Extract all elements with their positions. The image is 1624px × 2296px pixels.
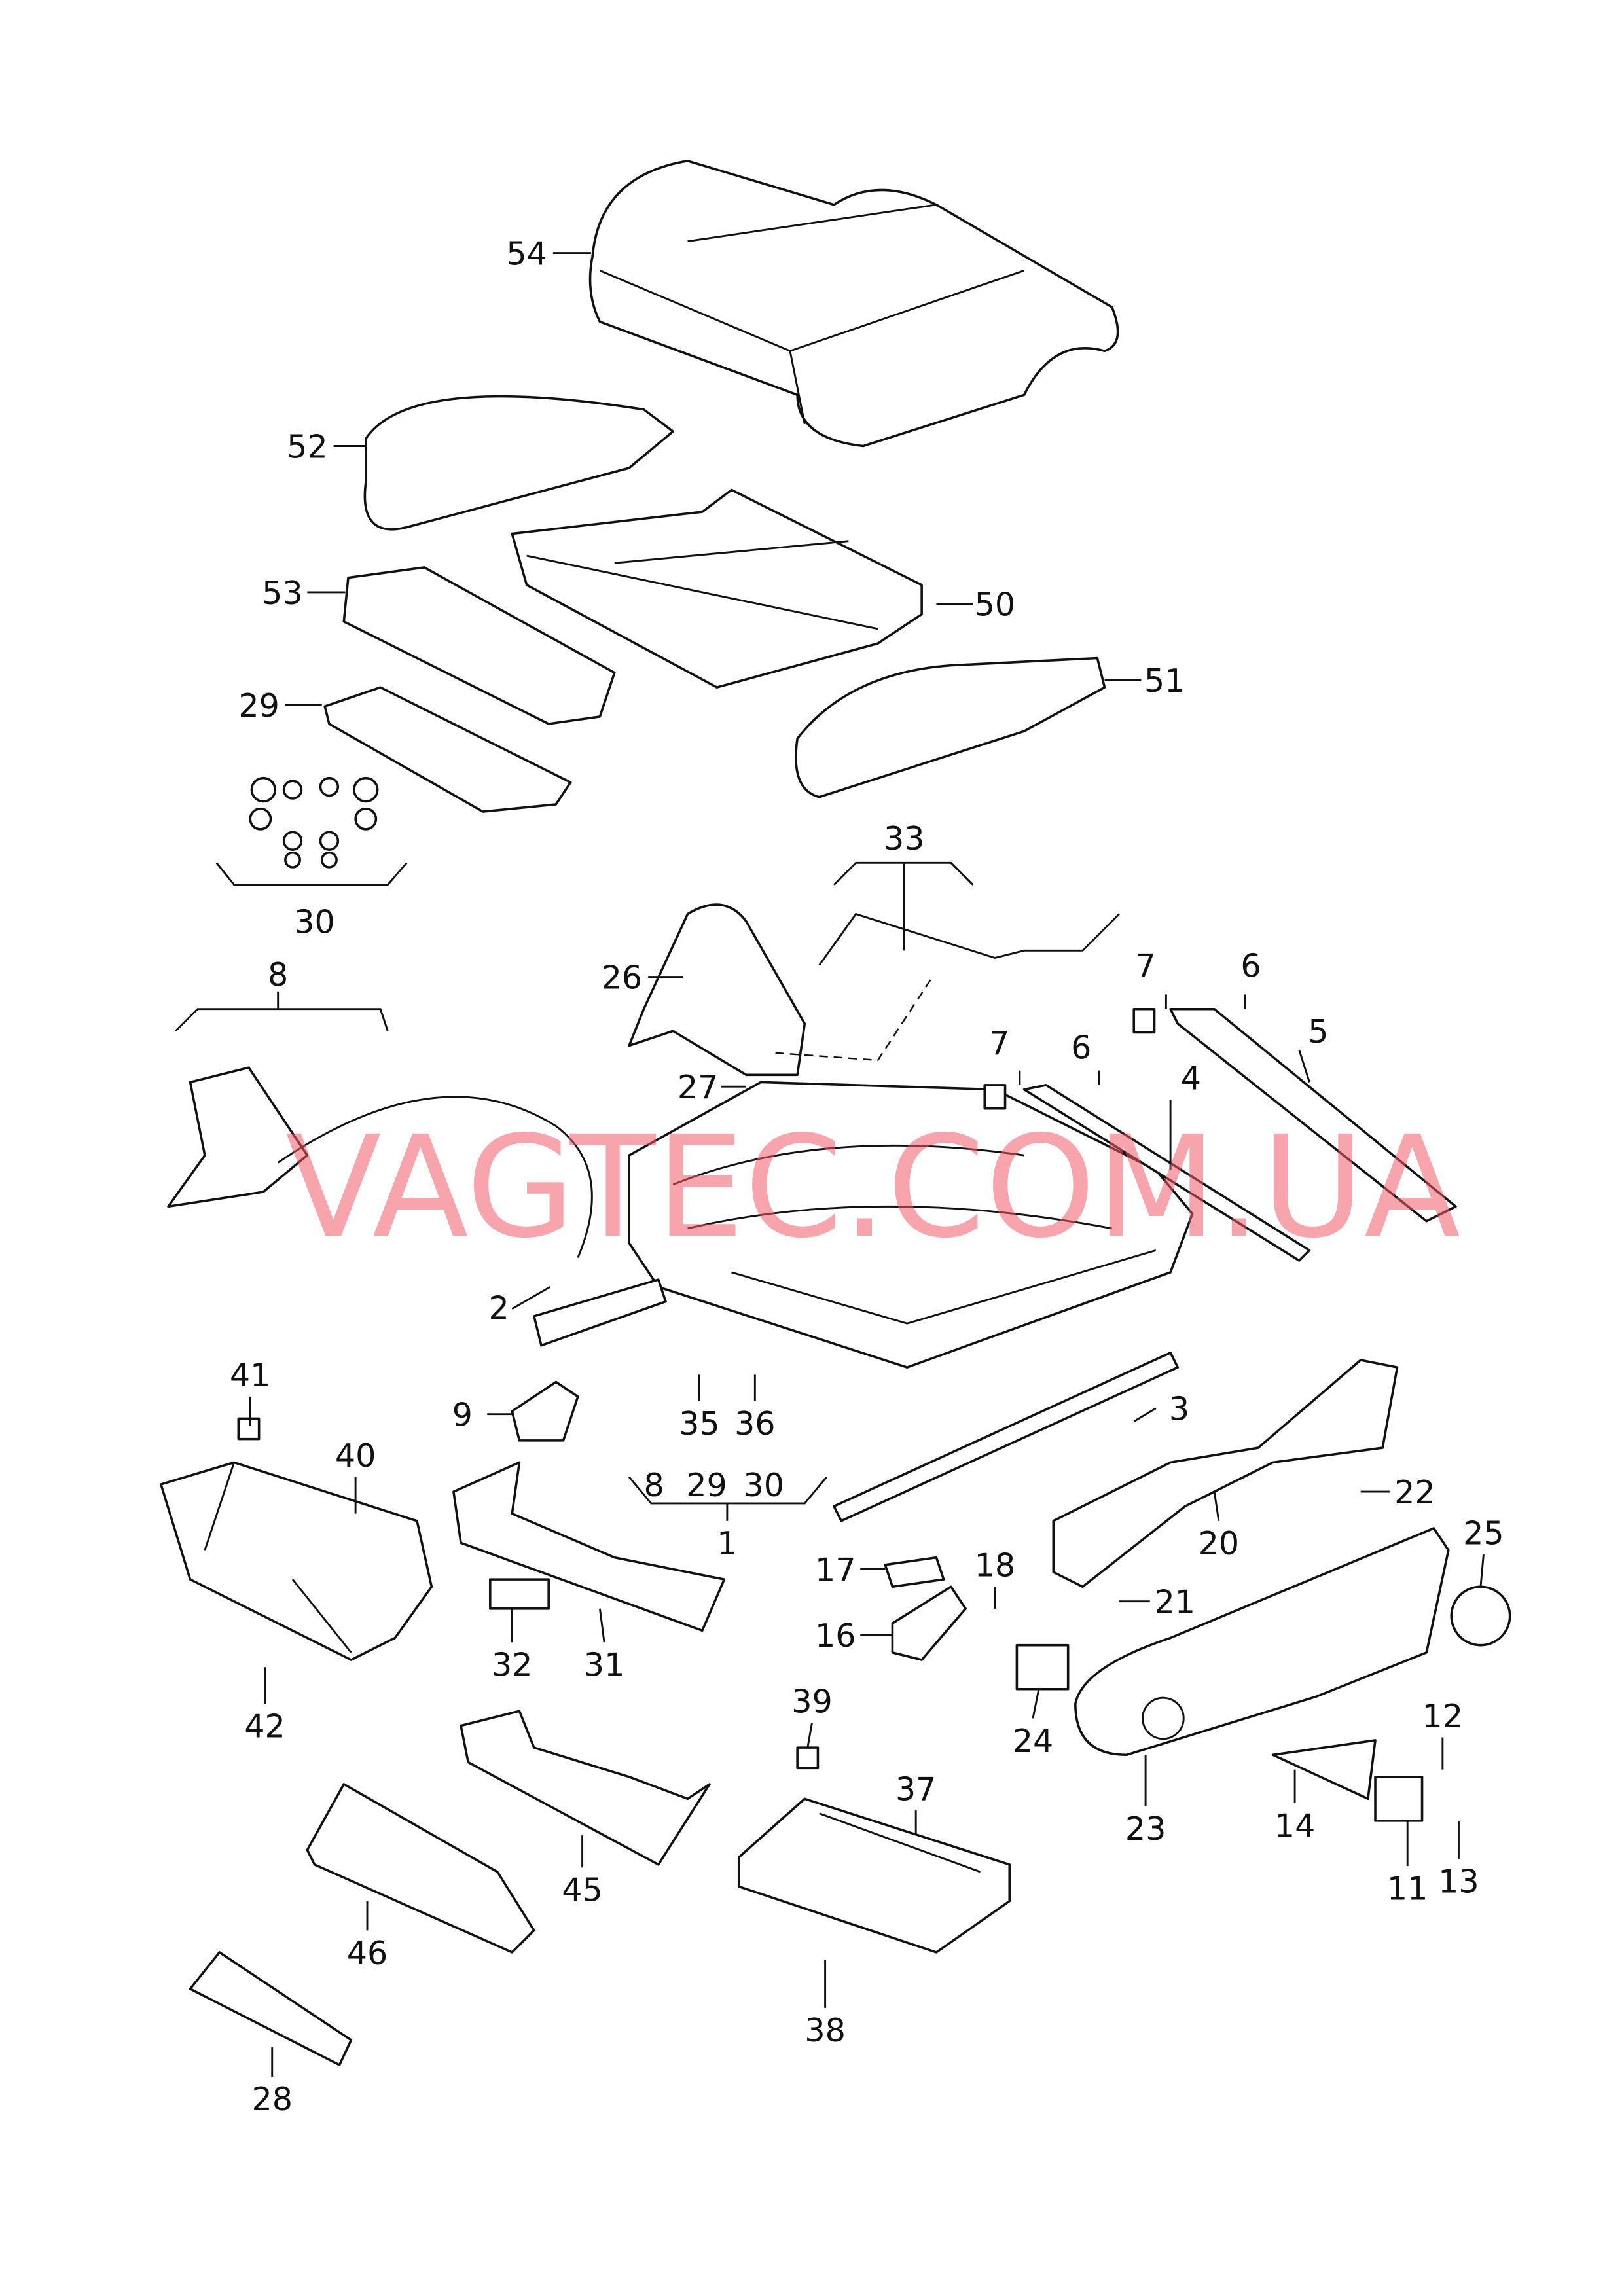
- part-28-tube: [189, 1951, 353, 2066]
- callout-16: 16: [815, 1617, 856, 1655]
- part-41-clip: [237, 1417, 261, 1441]
- callout-36: 36: [734, 1405, 776, 1443]
- part-8-lever-cable: [167, 991, 593, 1259]
- part-11-bracket: [1374, 1776, 1424, 1822]
- callout-35: 35: [679, 1405, 720, 1443]
- part-17-handle: [884, 1556, 945, 1588]
- part-9-cap: [511, 1380, 579, 1442]
- callout-20: 20: [1199, 1524, 1240, 1562]
- callout-5: 5: [1308, 1013, 1328, 1050]
- part-33-wire: [775, 861, 1120, 1062]
- callout-14: 14: [1274, 1806, 1316, 1844]
- part-30-fasteners: [215, 776, 408, 886]
- part-20-side-bracket: [1052, 1359, 1399, 1588]
- part-32-bracket: [488, 1578, 550, 1610]
- callout-13: 13: [1438, 1862, 1479, 1900]
- callout-40: 40: [335, 1437, 376, 1475]
- callout-54: 54: [506, 234, 547, 272]
- callout-42: 42: [244, 1707, 285, 1745]
- callout-21: 21: [1155, 1583, 1196, 1621]
- callout-50: 50: [975, 586, 1016, 624]
- callout-23: 23: [1125, 1810, 1166, 1848]
- part-23-hole: [1142, 1696, 1185, 1740]
- callout-46: 46: [347, 1934, 388, 1972]
- callout-8: 8: [268, 956, 288, 994]
- callout-27: 27: [677, 1068, 719, 1106]
- callout-17: 17: [815, 1551, 856, 1588]
- part-23-side-trim: [1074, 1527, 1450, 1757]
- part-5-rail: [1169, 1007, 1457, 1223]
- part-50-seat-cushion: [511, 488, 923, 689]
- part-1-seat-frame: [533, 1081, 1194, 1522]
- callout-29b: 29: [686, 1466, 727, 1504]
- callout-33: 33: [884, 819, 925, 857]
- callout-2: 2: [489, 1289, 509, 1327]
- callout-52: 52: [287, 427, 328, 465]
- part-7-clip: [1132, 1007, 1156, 1034]
- part-51-side-pad: [795, 656, 1106, 798]
- callout-8b: 8: [643, 1466, 664, 1504]
- callout-39: 39: [791, 1682, 833, 1720]
- callout-38: 38: [804, 2011, 846, 2049]
- leader-lines: [249, 252, 1485, 2077]
- callout-24: 24: [1013, 1722, 1054, 1760]
- callout-22: 22: [1394, 1473, 1435, 1511]
- callout-4: 4: [1181, 1060, 1201, 1098]
- callout-7: 7: [1135, 947, 1155, 985]
- part-26-cover: [628, 903, 806, 1077]
- callout-51: 51: [1144, 662, 1185, 700]
- part-16-lever: [891, 1585, 967, 1661]
- part-40-module: [160, 1461, 433, 1661]
- part-7-clip-b: [983, 1084, 1007, 1110]
- watermark: VAGTEC.COM.UA: [285, 1105, 1460, 1269]
- part-14-trim: [1271, 1739, 1377, 1801]
- callout-18: 18: [975, 1547, 1016, 1585]
- part-37-tray: [737, 1797, 1011, 1954]
- callout-32: 32: [492, 1646, 533, 1684]
- part-54-seat-cover: [588, 159, 1119, 448]
- callout-31: 31: [584, 1646, 625, 1684]
- callout-11: 11: [1387, 1869, 1428, 1907]
- part-25-knob: [1450, 1585, 1511, 1647]
- callout-41: 41: [230, 1356, 271, 1394]
- part-46-housing: [306, 1783, 535, 1954]
- part-45-bracket: [460, 1710, 711, 1866]
- callout-1: 1: [717, 1524, 737, 1562]
- callout-29: 29: [238, 687, 280, 725]
- part-24-motor: [1015, 1643, 1070, 1691]
- callout-9: 9: [452, 1396, 473, 1434]
- part-29-plate: [323, 686, 572, 813]
- callout-30b: 30: [743, 1466, 784, 1504]
- part-53-front-pad: [342, 566, 616, 725]
- callout-12: 12: [1422, 1697, 1464, 1735]
- callout-labels: 54 52 53 50 51 29 30 33 26 27 8 7 6 5 7 …: [230, 234, 1504, 2118]
- callout-6b: 6: [1071, 1029, 1091, 1067]
- callout-26: 26: [602, 958, 643, 996]
- part-52-side-pad: [363, 395, 674, 531]
- callout-45: 45: [562, 1871, 603, 1909]
- callout-37: 37: [895, 1770, 937, 1808]
- callout-25: 25: [1463, 1515, 1504, 1552]
- part-31-trim: [452, 1461, 726, 1632]
- callout-6: 6: [1240, 947, 1261, 985]
- callout-7b: 7: [989, 1024, 1009, 1062]
- callout-30: 30: [294, 903, 335, 941]
- part-39-clip: [796, 1746, 820, 1770]
- callout-3: 3: [1169, 1390, 1189, 1428]
- callout-53: 53: [262, 574, 303, 612]
- part-4-rail: [1022, 1084, 1311, 1262]
- callout-28: 28: [251, 2080, 293, 2118]
